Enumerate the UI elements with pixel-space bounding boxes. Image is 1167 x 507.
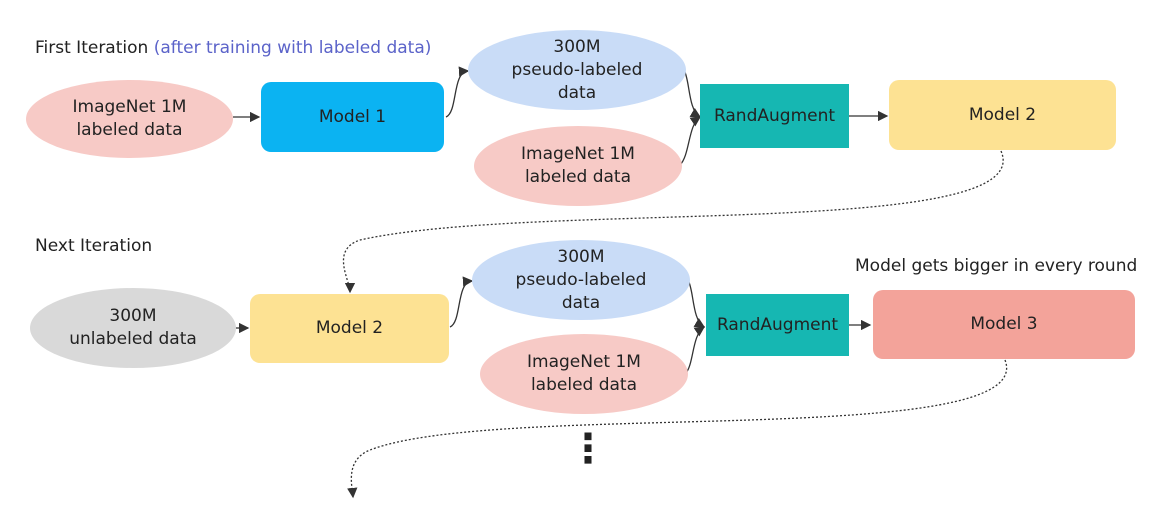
node-line: unlabeled data xyxy=(69,329,197,349)
randaugment-node-2: RandAugment xyxy=(706,294,849,356)
node-line: pseudo-labeled xyxy=(511,59,643,80)
node-label: Model 2 xyxy=(315,318,384,338)
edge-continue xyxy=(347,359,1008,499)
first-iteration-note: (after training with labeled data) xyxy=(153,38,432,58)
edge-model2-to-pseudo xyxy=(449,276,474,328)
imagenet-labeled-node-1: ImageNet 1M labeled data xyxy=(474,126,682,206)
node-line: labeled data xyxy=(76,120,183,140)
edge-pseudo-to-augment xyxy=(683,69,702,118)
pseudo-labeled-node-2: 300M pseudo-labeled data xyxy=(472,240,690,320)
node-line: data xyxy=(557,82,597,103)
node-line: 300M xyxy=(557,246,605,267)
model-size-note: Model gets bigger in every round xyxy=(855,256,1138,276)
pseudo-labeled-node-1: 300M pseudo-labeled data xyxy=(468,30,686,110)
first-iteration-title: First Iteration (after training with lab… xyxy=(35,38,431,58)
imagenet-labeled-node-2: ImageNet 1M labeled data xyxy=(480,334,688,414)
model3-node: Model 3 xyxy=(873,290,1135,359)
node-line: labeled data xyxy=(524,167,632,187)
edge-pseudo2-to-augment xyxy=(687,279,706,328)
model1-node: Model 1 xyxy=(261,82,444,152)
unlabeled-input-node: 300M unlabeled data xyxy=(30,288,236,368)
node-line: 300M xyxy=(553,36,601,57)
imagenet-labeled-input-1: ImageNet 1M labeled data xyxy=(26,80,233,158)
node-line: ImageNet 1M xyxy=(527,352,641,372)
node-label: RandAugment xyxy=(713,105,836,126)
edge-labeled-to-augment xyxy=(679,116,702,166)
edge-labeled2-to-augment xyxy=(685,326,706,374)
randaugment-node-1: RandAugment xyxy=(700,84,849,148)
model2-node-2: Model 2 xyxy=(250,294,449,363)
node-label: Model 1 xyxy=(318,106,387,127)
node-line: pseudo-labeled xyxy=(515,269,647,290)
node-line: data xyxy=(561,292,601,313)
node-line: ImageNet 1M xyxy=(521,144,635,164)
node-label: Model 2 xyxy=(968,104,1037,125)
continuation-ellipsis: ⋮ xyxy=(568,426,608,472)
model2-node-1: Model 2 xyxy=(889,80,1116,150)
first-iteration-label: First Iteration xyxy=(35,38,149,58)
next-iteration-title: Next Iteration xyxy=(35,236,153,256)
edge-model1-to-pseudo xyxy=(445,66,470,118)
node-line: 300M xyxy=(109,306,157,326)
node-line: labeled data xyxy=(530,375,638,395)
node-line: ImageNet 1M xyxy=(72,97,187,117)
node-label: Model 3 xyxy=(970,314,1038,334)
edge-loop-to-next xyxy=(342,150,1004,294)
node-label: RandAugment xyxy=(716,314,839,335)
